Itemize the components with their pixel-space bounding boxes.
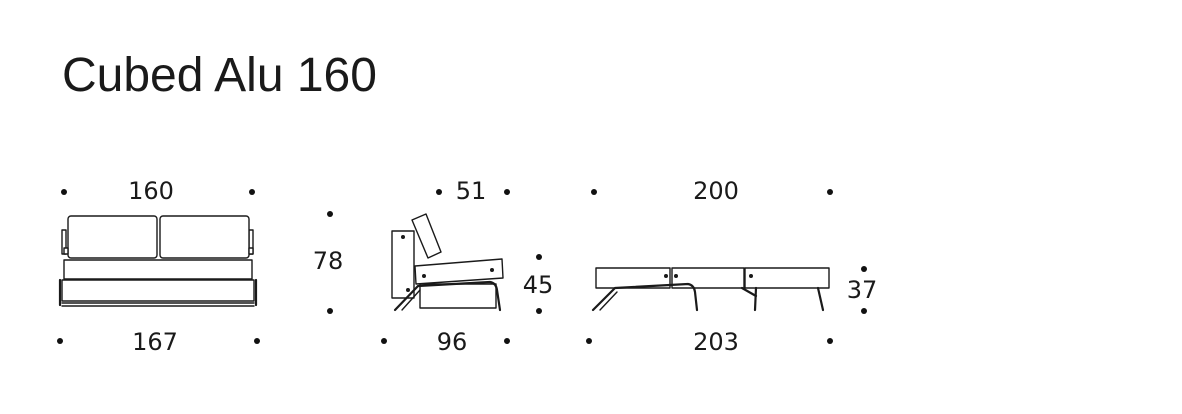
bed-side-view (591, 267, 830, 312)
dim-dot (861, 308, 867, 314)
dim-dot (249, 189, 255, 195)
dim-dot (57, 338, 63, 344)
bed-length-top-label: 200 (693, 177, 739, 205)
dim-dot (327, 308, 333, 314)
dim-dot (504, 338, 510, 344)
front-width-bottom-label: 167 (132, 328, 178, 356)
side-depth-top-label: 51 (455, 177, 487, 205)
bed-height-label: 37 (846, 276, 878, 304)
side-depth-bottom-label: 96 (436, 328, 468, 356)
dim-dot (254, 338, 260, 344)
dim-dot (504, 189, 510, 195)
bed-length-bottom-label: 203 (693, 328, 739, 356)
dim-dot (327, 211, 333, 217)
dim-dot (861, 266, 867, 272)
front-height-label: 78 (312, 247, 344, 275)
dim-dot (586, 338, 592, 344)
dim-dot (61, 189, 67, 195)
dim-dot (591, 189, 597, 195)
product-title: Cubed Alu 160 (62, 49, 377, 102)
dim-dot (381, 338, 387, 344)
front-width-top-label: 160 (128, 177, 174, 205)
side-seat-height-label: 45 (522, 271, 554, 299)
dim-dot (536, 308, 542, 314)
dim-dot (827, 338, 833, 344)
sofa-side-view (391, 213, 504, 312)
dim-dot (536, 254, 542, 260)
dim-dot (436, 189, 442, 195)
sofa-front-view (58, 215, 258, 307)
dim-dot (827, 189, 833, 195)
